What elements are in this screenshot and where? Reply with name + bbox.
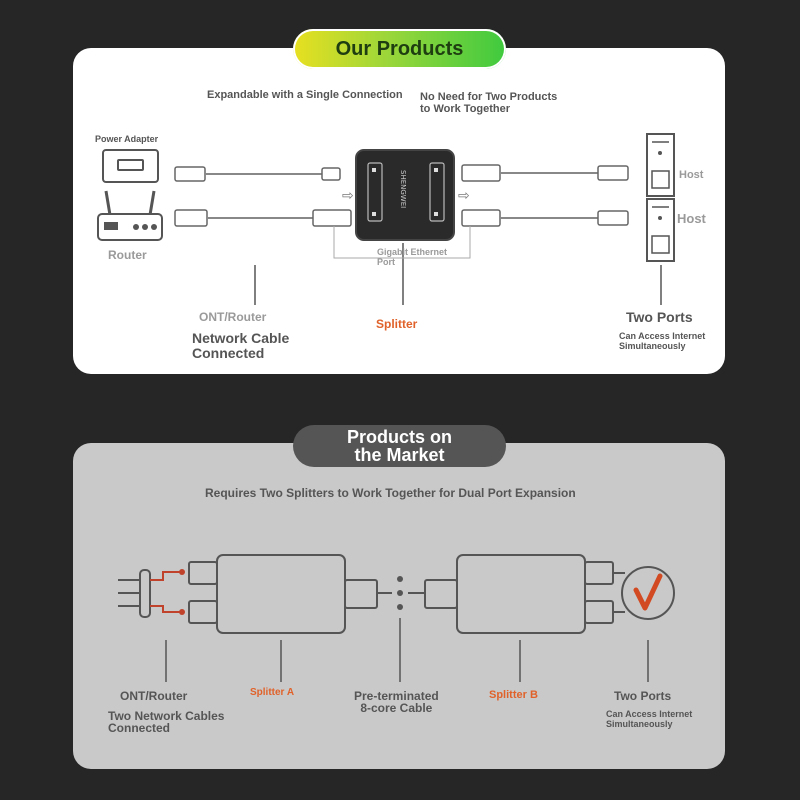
router-label: Router xyxy=(108,248,147,262)
host-computer-icon xyxy=(646,133,675,197)
gigabit-port-label: Gigabit Ethernet Port xyxy=(377,247,448,267)
bottom-subtitle: Requires Two Splitters to Work Together … xyxy=(205,486,576,500)
two-cables-label: Two Network Cables Connected xyxy=(108,709,225,735)
splitter-a-icon xyxy=(188,554,378,634)
top-subtitle-right: No Need for Two Products to Work Togethe… xyxy=(420,91,558,115)
top-ont-router-label: ONT/Router xyxy=(199,310,267,324)
host-label-1: Host xyxy=(679,169,704,181)
our-products-title: Our Products xyxy=(335,37,464,60)
power-adapter-label: Power Adapter xyxy=(95,134,159,144)
router-icon xyxy=(97,190,163,241)
top-internet-note: Can Access Internet Simultaneously xyxy=(619,331,706,351)
power-adapter-icon xyxy=(102,149,159,183)
top-two-ports-label: Two Ports xyxy=(626,309,693,325)
host-label-2: Host xyxy=(677,211,706,226)
cable-dot xyxy=(397,576,403,582)
splitter-label: Splitter xyxy=(376,317,418,331)
top-subtitle-left: Expandable with a Single Connection xyxy=(207,89,403,101)
cable-dot xyxy=(397,590,403,596)
bottom-two-ports-label: Two Ports xyxy=(614,689,672,703)
splitter-device-icon: SHENGWEI xyxy=(355,149,455,241)
arrow-icon: ⇨ xyxy=(342,188,354,204)
arrow-icon: ⇨ xyxy=(458,188,470,204)
check-icon xyxy=(621,566,675,620)
our-products-badge: Our Products xyxy=(293,29,506,69)
pre-terminated-label: Pre-terminated 8-core Cable xyxy=(354,689,439,715)
market-products-badge: Products on the Market xyxy=(293,425,506,467)
ethernet-cable-right-1 xyxy=(461,164,629,182)
splitter-b-label: Splitter B xyxy=(489,689,538,701)
usb-cable xyxy=(174,166,341,182)
input-cables xyxy=(118,569,185,618)
market-products-title: Products on the Market xyxy=(346,427,452,465)
device-brand: SHENGWEI xyxy=(399,170,407,208)
splitter-a-label: Splitter A xyxy=(250,687,295,698)
cable-dot xyxy=(397,604,403,610)
ethernet-cable-left xyxy=(174,209,352,227)
splitter-b-icon xyxy=(424,554,625,634)
network-cable-label: Network Cable Connected xyxy=(192,330,290,361)
bottom-internet-note: Can Access Internet Simultaneously xyxy=(606,709,693,729)
bottom-ont-router-label: ONT/Router xyxy=(120,689,188,703)
port-bracket xyxy=(333,226,471,259)
ethernet-cable-right-2 xyxy=(461,209,629,227)
host-computer-icon xyxy=(646,198,675,262)
